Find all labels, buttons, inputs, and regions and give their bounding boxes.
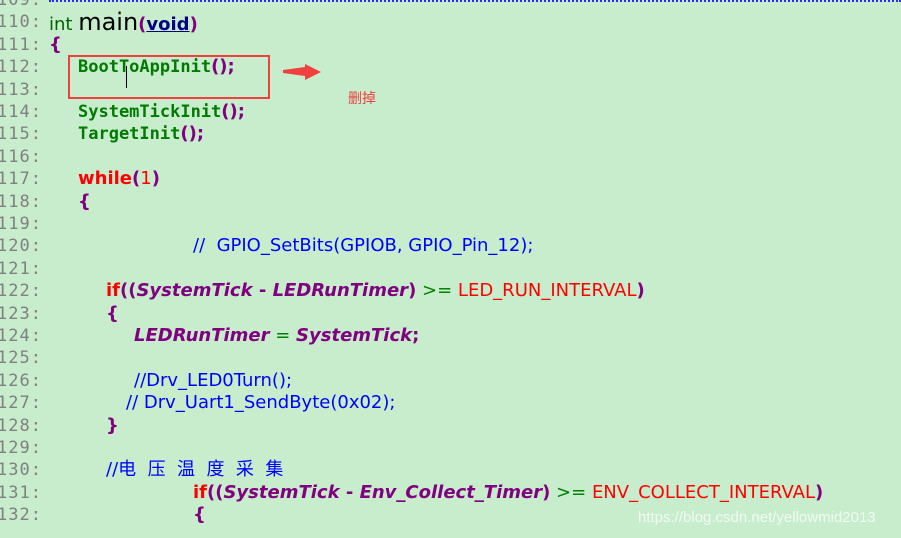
- code-token: -: [339, 481, 360, 503]
- code-token: ENV_COLLECT_INTERVAL: [591, 481, 815, 503]
- line-number: 121:: [0, 258, 42, 279]
- code-token: ): [815, 481, 824, 503]
- code-token: SystemTick: [296, 325, 413, 346]
- line-number: 116:: [0, 146, 42, 167]
- code-token: SystemTick: [136, 280, 253, 302]
- line-number: 126:: [0, 370, 42, 391]
- code-token: Env_Collect_Timer: [359, 481, 543, 503]
- line-number: 129:: [0, 438, 42, 458]
- code-line: while(1): [78, 168, 160, 190]
- code-token: ((: [207, 481, 224, 503]
- line-number: 125:: [0, 348, 42, 369]
- line-number: 131:: [0, 482, 42, 503]
- watermark: https://blog.csdn.net/yellowmid2013: [638, 509, 876, 526]
- code-token: 1: [140, 168, 152, 190]
- code-line: // GPIO_SetBits(GPIOB, GPIO_Pin_12);: [193, 235, 533, 257]
- code-token: (): [211, 56, 228, 78]
- line-number: 117:: [0, 169, 42, 190]
- code-token: //Drv_LED0Turn();: [134, 369, 293, 391]
- code-token: ;: [227, 56, 235, 78]
- code-line: // Drv_Uart1_SendByte(0x02);: [126, 392, 395, 414]
- code-token: }: [106, 414, 119, 436]
- line-number: 115:: [0, 124, 42, 145]
- code-line: BootToAppInit();: [78, 56, 235, 78]
- line-number: 119:: [0, 214, 42, 234]
- code-token: while: [78, 168, 132, 190]
- line-number: 128:: [0, 415, 42, 436]
- code-token: {: [106, 302, 119, 324]
- code-token: //电 压 温 度 采 集: [106, 459, 284, 481]
- code-token: ): [636, 280, 645, 302]
- code-token: LED_RUN_INTERVAL: [457, 280, 637, 302]
- line-number: 132:: [0, 505, 42, 526]
- code-line: SystemTickInit();: [78, 101, 245, 123]
- annotation-note: 删掉: [348, 91, 376, 107]
- text-cursor: [126, 66, 127, 88]
- line-number: 123:: [0, 303, 42, 324]
- code-token: (): [180, 123, 197, 145]
- line-number: 114:: [0, 102, 42, 122]
- line-number: 118:: [0, 191, 42, 212]
- code-token: (): [221, 101, 238, 122]
- code-line: {: [78, 191, 91, 213]
- code-token: ((: [120, 280, 137, 302]
- line-number: 111:: [0, 34, 42, 55]
- code-token: {: [193, 504, 206, 526]
- code-line: LEDRunTimer = SystemTick;: [134, 325, 419, 347]
- code-token: ;: [412, 325, 420, 346]
- code-token: (: [138, 14, 147, 36]
- line-number: 130:: [0, 460, 42, 481]
- code-line: if((SystemTick - LEDRunTimer) >= LED_RUN…: [106, 280, 645, 302]
- code-token: ): [189, 14, 198, 36]
- code-token: ): [542, 481, 551, 503]
- code-token: main: [78, 8, 139, 37]
- code-token: SystemTick: [223, 481, 340, 503]
- code-token: {: [78, 190, 91, 212]
- line-number: 113:: [0, 79, 42, 100]
- code-line: {: [193, 504, 206, 526]
- code-line: int main(void): [49, 8, 198, 37]
- code-token: >=: [416, 280, 458, 302]
- code-token: ;: [237, 101, 245, 122]
- arrow-right-icon: [283, 64, 321, 80]
- code-token: int: [49, 14, 79, 36]
- code-token: BootToAppInit: [78, 57, 212, 78]
- code-token: // Drv_Uart1_SendByte(0x02);: [126, 392, 396, 414]
- code-token: ;: [196, 123, 205, 145]
- line-number: 110:: [0, 12, 42, 33]
- code-token: ): [408, 280, 417, 302]
- code-token: SystemTickInit: [78, 102, 222, 122]
- line-number: 122:: [0, 281, 42, 302]
- line-number: 124:: [0, 326, 42, 346]
- line-number: 120:: [0, 236, 42, 257]
- code-token: if: [106, 280, 121, 302]
- code-token: ): [151, 168, 160, 190]
- code-token: -: [252, 280, 273, 302]
- highlight-box: [68, 55, 270, 99]
- code-token: {: [49, 33, 62, 55]
- code-token: >=: [550, 481, 592, 503]
- code-token: TargetInit: [78, 124, 181, 145]
- code-token: if: [193, 481, 208, 503]
- line-number: 112:: [0, 57, 42, 78]
- code-token: void: [146, 14, 190, 36]
- code-line: TargetInit();: [78, 123, 204, 145]
- code-token: // GPIO_SetBits(GPIOB, GPIO_Pin_12);: [193, 235, 534, 257]
- separator-line: [49, 0, 901, 5]
- code-line: {: [106, 303, 119, 325]
- code-token: =: [269, 325, 297, 346]
- code-token: (: [132, 168, 141, 190]
- code-line: {: [49, 34, 62, 56]
- line-number: 109:: [0, 0, 42, 10]
- line-number: 127:: [0, 393, 42, 414]
- code-token: LEDRunTimer: [272, 280, 409, 302]
- code-token: LEDRunTimer: [134, 325, 270, 346]
- code-line: }: [106, 415, 119, 437]
- code-line: if((SystemTick - Env_Collect_Timer) >= E…: [193, 482, 823, 504]
- code-line: //电 压 温 度 采 集: [106, 459, 283, 481]
- code-line: //Drv_LED0Turn();: [134, 370, 292, 392]
